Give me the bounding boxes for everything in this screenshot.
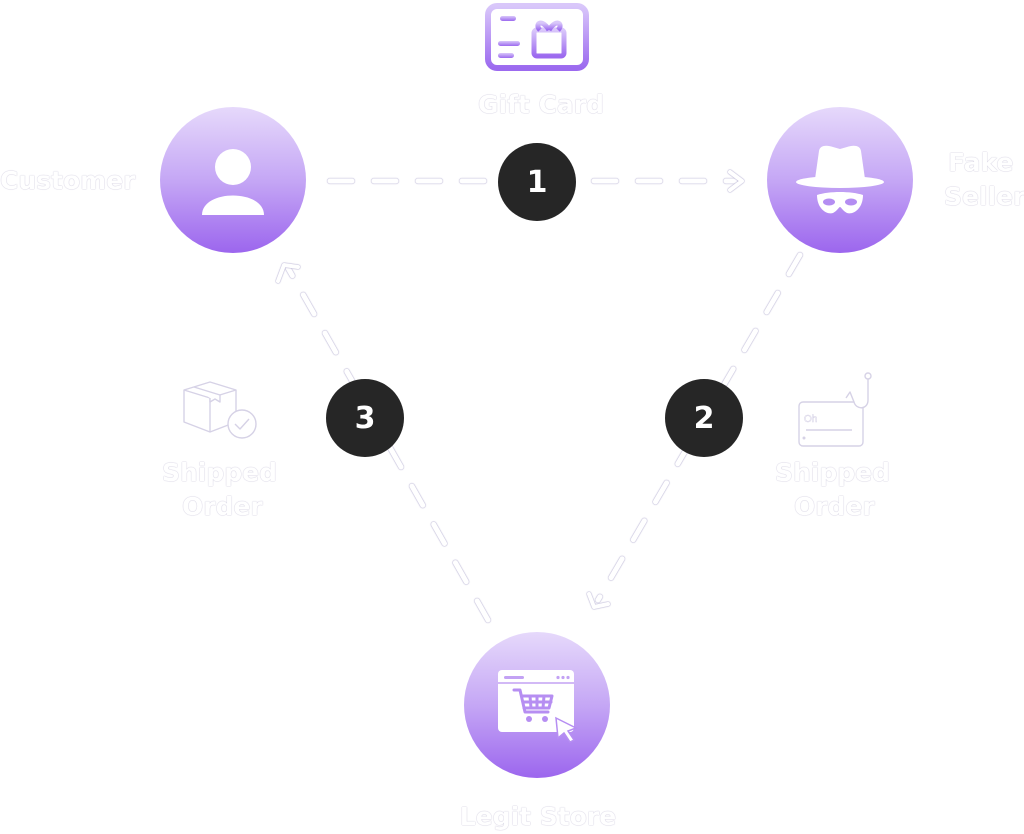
legit-store-node[interactable] xyxy=(464,632,610,778)
fake-seller-label-line1: Fake xyxy=(948,148,1014,177)
step-badge-1: 1 xyxy=(498,143,576,221)
fake-seller-node[interactable] xyxy=(767,107,913,253)
fake-seller-label-line2: Seller xyxy=(944,182,1024,211)
card-phishing-hook-icon: Oh xyxy=(798,372,872,447)
gift-card-label: Gift Card xyxy=(477,90,605,119)
arrowhead-down-left xyxy=(587,592,610,609)
arrowhead-up-left xyxy=(276,263,300,283)
card-text: Oh xyxy=(804,414,817,425)
arrow-store-to-customer xyxy=(285,265,491,623)
package-check-icon xyxy=(183,381,257,439)
arrowhead-right xyxy=(728,170,744,192)
right-annotation-line1: Shipped xyxy=(775,458,891,487)
gift-card-icon xyxy=(485,3,589,71)
person-icon xyxy=(202,149,264,215)
step-badge-3: 3 xyxy=(326,379,404,457)
shopping-cart-browser-icon xyxy=(498,670,578,743)
legit-store-label: Legit Store xyxy=(459,802,617,831)
customer-node[interactable] xyxy=(160,107,306,253)
left-annotation-line2: Order xyxy=(182,492,263,521)
step-badge-2: 2 xyxy=(665,379,743,457)
right-annotation-line2: Order xyxy=(794,492,875,521)
incognito-icon xyxy=(796,145,884,214)
left-annotation-line1: Shipped xyxy=(162,458,278,487)
customer-label: Customer xyxy=(0,166,136,195)
